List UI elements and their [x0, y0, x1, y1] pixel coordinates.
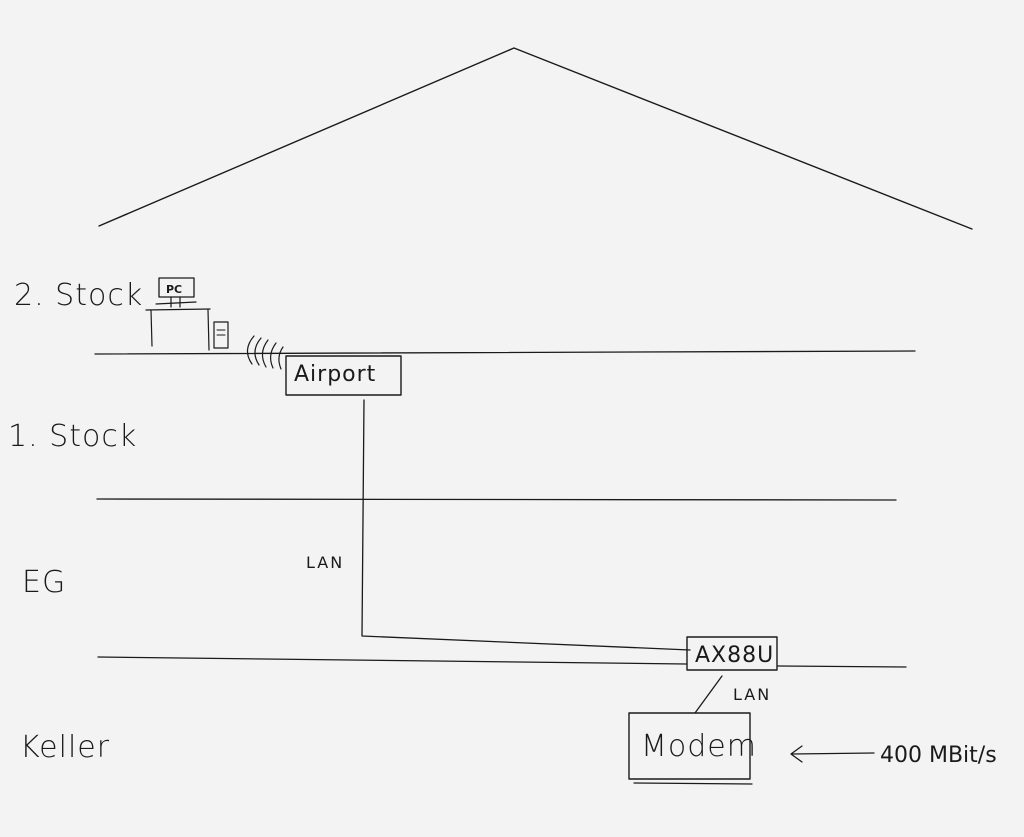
pc-label: PC	[166, 283, 182, 296]
lan-label-vertical: LAN	[306, 553, 344, 572]
desktop-pc-icon: PC	[145, 277, 229, 351]
modem-box	[628, 712, 751, 780]
router-label: AX88U	[695, 643, 774, 668]
airport-box	[285, 355, 402, 396]
airport-label: Airport	[294, 362, 376, 387]
internet-speed-label: 400 MBit/s	[880, 743, 997, 768]
pc-base	[155, 301, 197, 305]
wifi-wave-2	[254, 337, 262, 366]
wifi-wave-4	[270, 342, 277, 369]
floor-label-second: 2. Stock	[14, 278, 143, 313]
wifi-waves-icon	[246, 335, 284, 370]
arrow-left-icon	[790, 745, 875, 763]
lan-cable-airport-router	[361, 399, 691, 651]
floor-line-ground	[97, 656, 907, 668]
desk-leg-right	[207, 309, 210, 351]
floor-line-second	[94, 350, 916, 355]
house-roof	[98, 47, 973, 230]
wifi-wave-1	[246, 335, 255, 365]
floor-label-first: 1. Stock	[8, 419, 137, 454]
lan-label-modem: LAN	[733, 685, 771, 704]
wifi-wave-3	[261, 339, 269, 368]
desk-leg-left	[150, 309, 153, 347]
pc-monitor	[158, 277, 195, 298]
arrow-head	[790, 745, 803, 763]
router-box	[686, 636, 778, 671]
modem-base-line	[633, 782, 753, 785]
floor-line-first	[96, 498, 897, 501]
desk-top	[145, 308, 211, 311]
floor-label-ground: EG	[22, 565, 66, 600]
pc-tower	[213, 321, 229, 349]
lan-cable-router-modem	[694, 675, 723, 714]
arrow-shaft	[791, 752, 875, 755]
floor-label-basement: Keller	[20, 730, 110, 765]
wifi-wave-5	[278, 346, 284, 370]
modem-label: Modem	[641, 729, 757, 764]
